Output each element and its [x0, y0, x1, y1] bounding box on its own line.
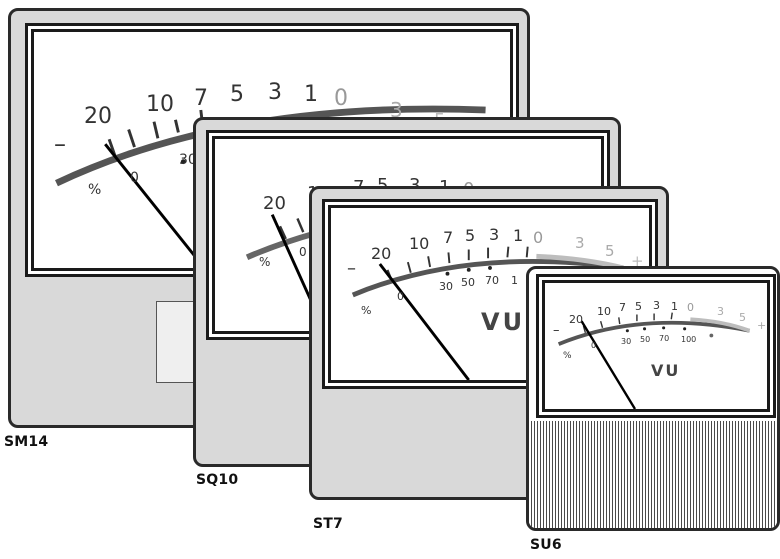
- scale-5: 5: [377, 175, 388, 196]
- pct-50: 50: [461, 276, 475, 289]
- meter-su6: – 20 10 7 5 3 1 0 3 5 + % 0 30 50 70 100…: [526, 266, 780, 531]
- scale-minus: –: [54, 130, 66, 158]
- pct-sign: %: [361, 304, 372, 317]
- unit-label: VU: [481, 308, 526, 336]
- scale-1: 1: [671, 300, 678, 313]
- scale-plus3: 3: [575, 234, 585, 252]
- pct-30: 30: [179, 152, 197, 168]
- pct-50: 50: [640, 335, 651, 344]
- scale-5: 5: [230, 82, 244, 107]
- pct-100: 1: [511, 274, 518, 287]
- scale-20: 20: [569, 313, 583, 326]
- model-label-sq10: SQ10: [196, 472, 239, 488]
- pct-0: 0: [591, 341, 597, 350]
- scale-5: 5: [635, 300, 642, 313]
- scale-1: 1: [304, 82, 318, 107]
- pct-30: 30: [439, 280, 453, 293]
- model-label-sm14: SM14: [4, 434, 49, 450]
- pct-0: 0: [130, 170, 139, 186]
- pct-100: 100: [681, 335, 697, 344]
- pct-70: 70: [659, 334, 670, 343]
- scale-0: 0: [533, 228, 544, 247]
- scale-1: 1: [513, 226, 524, 245]
- scale-plus5: 5: [605, 242, 615, 260]
- scale-5: 5: [465, 226, 476, 245]
- model-label-st7: ST7: [313, 516, 343, 532]
- scale-plus3: 3: [390, 98, 403, 122]
- scale-minus: –: [347, 258, 356, 279]
- scale-plus5: 5: [739, 311, 746, 324]
- scale-0: 0: [334, 86, 348, 111]
- scale-7: 7: [194, 86, 208, 111]
- unit-label: VU: [651, 361, 681, 380]
- meter-face: – 20 10 7 5 3 1 0 3 5 + % 0 30 50 70 100…: [539, 277, 773, 415]
- scale-20: 20: [263, 193, 286, 214]
- scale-10: 10: [146, 92, 174, 117]
- scale-3: 3: [489, 225, 500, 244]
- scale-7: 7: [619, 301, 626, 314]
- scale-20: 20: [84, 104, 112, 129]
- pct-70: 70: [485, 274, 499, 287]
- scale-plus: +: [631, 252, 644, 270]
- scale-10: 10: [597, 305, 611, 318]
- pct-sign: %: [259, 255, 271, 269]
- scale-3: 3: [409, 175, 420, 196]
- meter-scale: [557, 312, 751, 409]
- scale-plus: +: [757, 319, 767, 332]
- pct-sign: %: [563, 351, 572, 361]
- scale-minus: –: [553, 323, 560, 338]
- scale-3: 3: [268, 80, 282, 105]
- scale-3: 3: [653, 299, 660, 312]
- scale-7: 7: [443, 228, 454, 247]
- pct-30: 30: [621, 337, 632, 346]
- model-label-su6: SU6: [530, 537, 562, 553]
- pct-0: 0: [397, 290, 404, 303]
- speaker-grille: [529, 421, 777, 528]
- scale-20: 20: [371, 244, 392, 263]
- scale-0: 0: [687, 301, 694, 314]
- pct-0: 0: [299, 245, 307, 259]
- scale-10: 10: [409, 234, 430, 253]
- pct-sign: %: [88, 182, 102, 198]
- scale-plus3: 3: [717, 305, 724, 318]
